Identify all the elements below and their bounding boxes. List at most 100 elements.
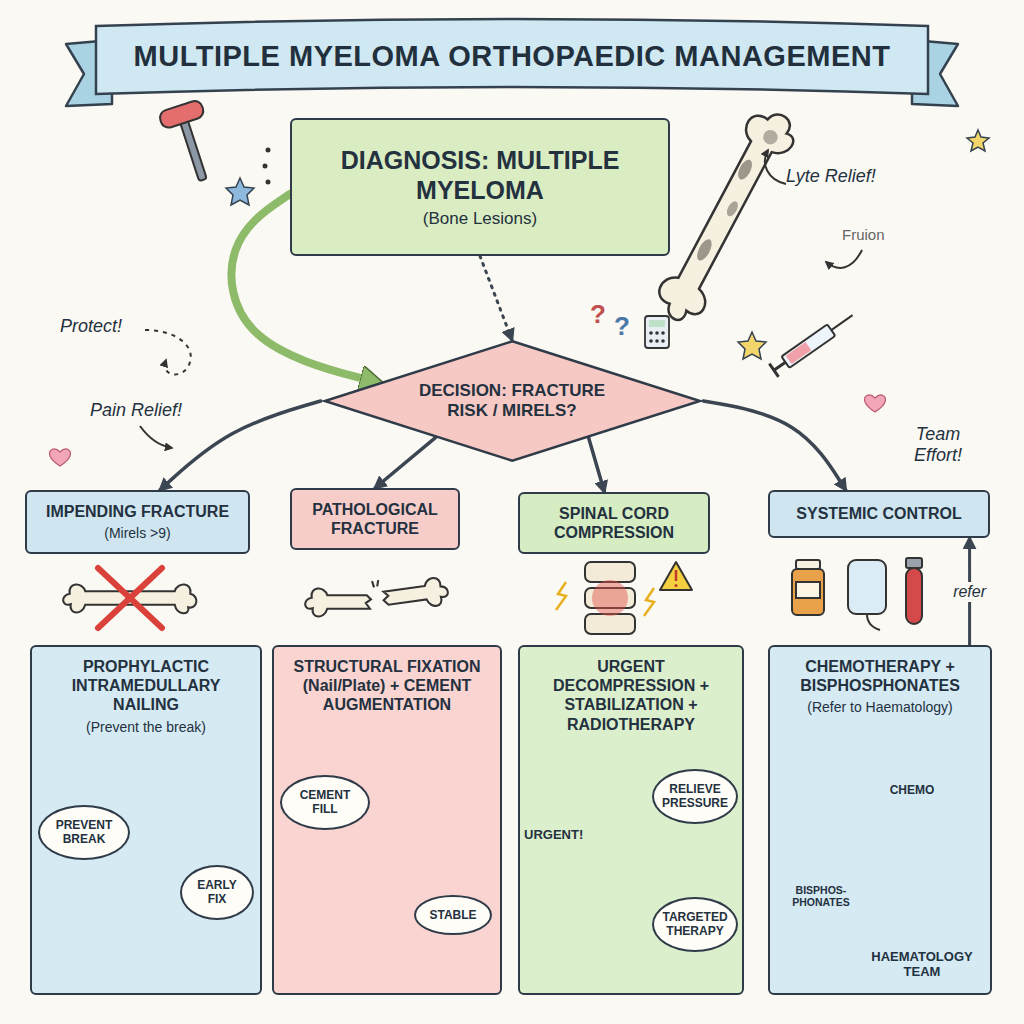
syringe-icon	[774, 362, 785, 370]
node-heading: DIAGNOSIS: MULTIPLE MYELOMA	[304, 145, 656, 205]
node-heading: RELIEVE PRESSURE	[661, 782, 729, 811]
big-bone-illustration	[735, 158, 755, 182]
broken-bone-icon	[382, 576, 450, 613]
treatment-panel: URGENT DECOMPRESSION + STABILIZATION + R…	[518, 645, 744, 995]
callout-bubble: CEMENT FILL	[280, 775, 370, 830]
title-banner	[96, 19, 928, 94]
medication-icons	[867, 614, 880, 630]
spine-compression-icon	[660, 562, 692, 590]
medication-icons	[906, 568, 922, 624]
callout-bubble: STABLE	[414, 895, 492, 935]
doodle-arrow	[826, 250, 862, 268]
node-heading: PROPHYLACTIC INTRAMEDULLARY NAILING	[44, 657, 248, 715]
syringe-icon	[769, 364, 778, 377]
treatment-panel: STRUCTURAL FIXATION (Nail/Plate) + CEMEN…	[272, 645, 502, 995]
treatment-panel: CHEMOTHERAPY + BISPHOSPHONATES(Refer to …	[768, 645, 992, 995]
syringe-icon	[781, 324, 835, 368]
annotation-text: ?	[590, 300, 606, 330]
category-header: IMPENDING FRACTURE (Mirels >9)	[25, 490, 250, 554]
spine-compression-icon	[556, 582, 566, 610]
category-header: SPINAL CORD COMPRESSION	[518, 492, 710, 554]
big-bone-illustration	[761, 127, 780, 146]
calculator-icon	[645, 316, 669, 348]
connector-group	[160, 194, 970, 645]
flow-arrow	[703, 401, 845, 490]
flow-arrow	[160, 401, 321, 490]
broken-bone-icon	[305, 576, 449, 616]
flow-arrow	[589, 438, 605, 492]
dot-trail	[266, 148, 271, 153]
broken-bone-icon	[372, 580, 378, 587]
dot-trail	[266, 180, 271, 185]
calculator-icon	[649, 339, 653, 343]
flow-arrow	[375, 438, 435, 488]
annotation-text: Lyte Relief!	[786, 166, 876, 187]
node-heading: PATHOLOGICAL FRACTURE	[304, 500, 446, 538]
category-header: PATHOLOGICAL FRACTURE	[290, 488, 460, 550]
broken-bone-icon	[305, 588, 371, 616]
spine-compression-icon	[644, 588, 654, 616]
medication-icons	[792, 569, 824, 615]
spine-compression-icon	[592, 580, 628, 616]
node-heading: TARGETED THERAPY	[661, 910, 729, 939]
big-bone-illustration	[650, 103, 802, 330]
diamond-text-box: DECISION: FRACTURE RISK / MIRELS?	[406, 381, 619, 422]
process-box: DIAGNOSIS: MULTIPLE MYELOMA (Bone Lesions…	[290, 118, 670, 256]
medication-icons	[848, 560, 886, 614]
annotation-text: Team Effort!	[902, 424, 974, 465]
bone-cross-icon	[98, 568, 162, 628]
node-heading: CHEMOTHERAPY + BISPHOSPHONATES	[782, 657, 978, 695]
reflex-hammer	[158, 99, 224, 187]
reflex-hammer	[158, 99, 205, 130]
star-doodle	[967, 130, 989, 151]
title-text: MULTIPLE MYELOMA ORTHOPAEDIC MANAGEMENT	[100, 28, 924, 84]
node-heading: CEMENT FILL	[289, 788, 361, 817]
node-subtext: (Bone Lesions)	[423, 209, 537, 229]
decision-diamond: DECISION: FRACTURE RISK / MIRELS?	[321, 340, 704, 462]
annotation-text: Fruion	[842, 226, 885, 243]
heart-doodle	[865, 395, 886, 412]
node-heading: EARLY FIX	[189, 878, 245, 907]
big-bone-illustration	[694, 237, 715, 263]
callout-bubble: TARGETED THERAPY	[652, 897, 738, 952]
annotation-text: BISPHOS-PHONATES	[788, 884, 854, 908]
medication-icons	[906, 558, 922, 568]
medication-icons	[792, 558, 922, 630]
callout-bubble: PREVENT BREAK	[38, 805, 130, 860]
node-subtext: (Mirels >9)	[104, 525, 171, 542]
big-bone-illustration	[725, 199, 741, 218]
calculator-icon	[645, 316, 669, 348]
medication-icons	[796, 560, 820, 569]
spine-compression-icon	[585, 562, 635, 582]
calculator-icon	[661, 339, 665, 343]
calculator-icon	[655, 331, 659, 335]
doodle-arrow	[765, 150, 786, 184]
big-bone-illustration	[650, 103, 802, 330]
annotation-text: Protect!	[60, 316, 122, 337]
annotation-text: HAEMATOLOGY TEAM	[860, 950, 984, 980]
node-heading: STRUCTURAL FIXATION (Nail/Plate) + CEMEN…	[286, 657, 488, 715]
node-heading: SYSTEMIC CONTROL	[796, 504, 961, 523]
callout-bubble: RELIEVE PRESSURE	[652, 769, 738, 824]
node-heading: IMPENDING FRACTURE	[46, 502, 229, 521]
annotation-text: CHEMO	[883, 784, 941, 798]
calculator-icon	[649, 320, 665, 327]
reflex-hammer	[179, 118, 206, 181]
annotation-text: ?	[614, 312, 630, 342]
doodle-arrow	[140, 426, 172, 448]
syringe-icon	[769, 309, 857, 377]
node-heading: URGENT DECOMPRESSION + STABILIZATION + R…	[532, 657, 730, 734]
calculator-icon	[655, 339, 659, 343]
spine-compression-icon	[675, 570, 678, 581]
node-heading: PREVENT BREAK	[47, 818, 121, 847]
node-subtext: (Prevent the break)	[86, 719, 206, 736]
spine-compression-icon	[675, 584, 678, 587]
star-doodle	[226, 178, 254, 205]
syringe-icon	[831, 315, 852, 330]
diamond-outline	[324, 341, 699, 461]
syringe-icon	[786, 342, 811, 364]
dot-trail	[263, 164, 268, 169]
node-heading: DECISION: FRACTURE RISK / MIRELS?	[406, 381, 619, 422]
category-header: SYSTEMIC CONTROL	[768, 490, 990, 538]
